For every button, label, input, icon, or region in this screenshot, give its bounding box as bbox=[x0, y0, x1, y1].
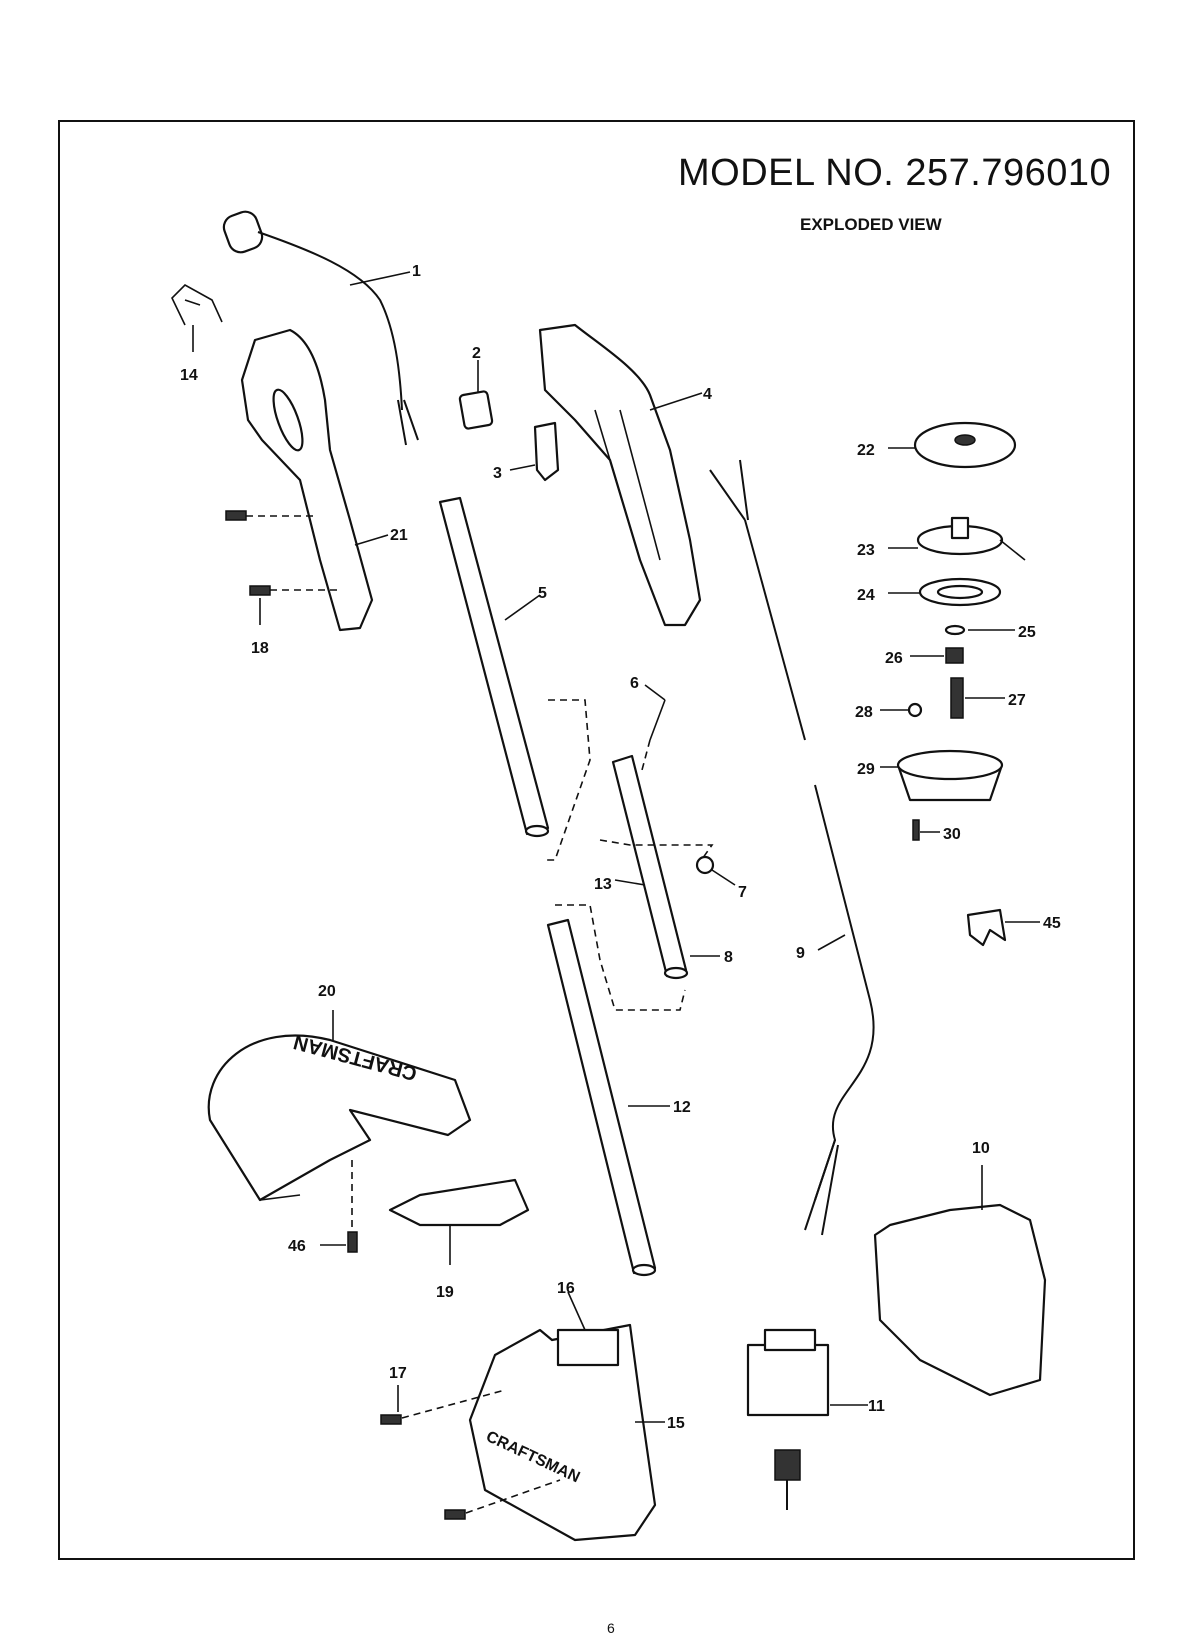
part-22-fan bbox=[888, 421, 1017, 469]
label-18: 18 bbox=[251, 640, 269, 657]
part-6-bolt bbox=[641, 684, 666, 771]
part-7-nut bbox=[695, 855, 736, 886]
part-3-trigger bbox=[509, 421, 560, 482]
label-22: 22 bbox=[857, 442, 875, 459]
label-6: 6 bbox=[630, 675, 639, 692]
part-13-coupling-tube bbox=[599, 754, 714, 980]
label-19: 19 bbox=[436, 1284, 454, 1301]
model-title: MODEL NO. 257.796010 bbox=[678, 152, 1112, 194]
part-27-spring bbox=[950, 677, 1005, 719]
part-30-screw bbox=[912, 819, 940, 841]
label-5: 5 bbox=[538, 585, 547, 602]
label-20: 20 bbox=[318, 983, 336, 1000]
part-26-nut bbox=[910, 647, 964, 664]
label-27: 27 bbox=[1008, 692, 1026, 709]
part-4-right-handle bbox=[538, 323, 703, 627]
label-25: 25 bbox=[1018, 624, 1036, 641]
part-28-eyelet bbox=[880, 702, 923, 718]
label-28: 28 bbox=[855, 704, 873, 721]
part-45-bracket bbox=[966, 908, 1040, 947]
label-16: 16 bbox=[557, 1280, 575, 1297]
label-7: 7 bbox=[738, 884, 747, 901]
part-23-spool bbox=[888, 516, 1026, 561]
label-21: 21 bbox=[390, 527, 408, 544]
label-29: 29 bbox=[857, 761, 875, 778]
label-46: 46 bbox=[288, 1238, 306, 1255]
diagram-frame bbox=[58, 120, 1135, 1560]
label-13: 13 bbox=[594, 876, 612, 893]
label-15: 15 bbox=[667, 1415, 685, 1432]
label-17: 17 bbox=[389, 1365, 407, 1382]
label-45: 45 bbox=[1043, 915, 1061, 932]
part-11-motor bbox=[746, 1328, 868, 1510]
part-5-upper-tube bbox=[438, 496, 591, 861]
label-9: 9 bbox=[796, 945, 805, 962]
label-10: 10 bbox=[972, 1140, 990, 1157]
label-26: 26 bbox=[885, 650, 903, 667]
part-1-power-cord bbox=[222, 210, 419, 446]
part-15-motor-cover bbox=[468, 1291, 665, 1542]
view-subtitle: EXPLODED VIEW bbox=[800, 215, 942, 234]
label-1: 1 bbox=[412, 263, 421, 280]
label-23: 23 bbox=[857, 542, 875, 559]
label-24: 24 bbox=[857, 587, 875, 604]
page-number: 6 bbox=[607, 1620, 615, 1636]
part-17-screws bbox=[380, 1385, 561, 1520]
label-12: 12 bbox=[673, 1099, 691, 1116]
part-25-washer bbox=[944, 624, 1015, 636]
part-24-ring bbox=[888, 577, 1002, 607]
part-18-screws bbox=[225, 510, 340, 625]
label-11: 11 bbox=[868, 1398, 885, 1415]
part-10-motor-housing bbox=[873, 1165, 1047, 1397]
label-2: 2 bbox=[472, 345, 481, 362]
part-21-left-handle bbox=[240, 328, 389, 632]
part-14-clip bbox=[171, 284, 223, 352]
part-20-guard bbox=[207, 1010, 472, 1202]
label-30: 30 bbox=[943, 826, 961, 843]
label-3: 3 bbox=[493, 465, 502, 482]
part-19-deflector bbox=[388, 1178, 530, 1265]
label-4: 4 bbox=[703, 386, 712, 403]
part-2-switch bbox=[458, 360, 494, 430]
part-9-wiring bbox=[709, 459, 875, 1236]
label-8: 8 bbox=[724, 949, 733, 966]
part-29-housing bbox=[880, 749, 1004, 802]
part-12-lower-tube bbox=[546, 904, 686, 1277]
part-46-screw bbox=[320, 1160, 358, 1253]
label-14: 14 bbox=[180, 367, 198, 384]
